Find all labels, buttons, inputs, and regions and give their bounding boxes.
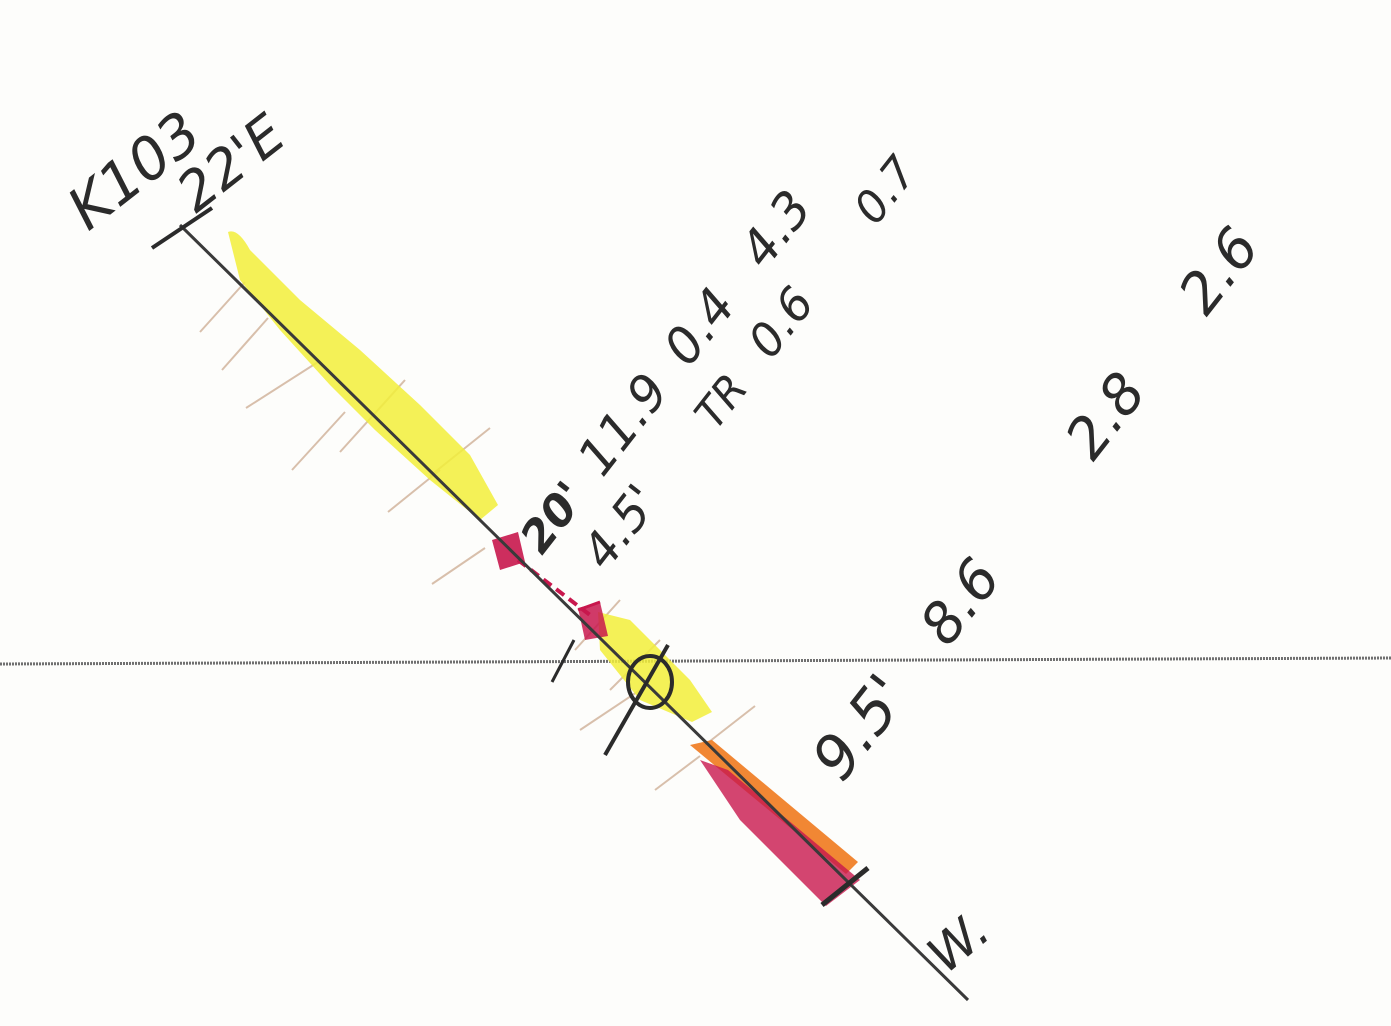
interval-2-length: 4.5' — [571, 474, 670, 579]
horizontal-reference-line — [0, 656, 1391, 666]
interval-2-value-a: TR — [685, 365, 757, 438]
interval-2-value-c: 0.7 — [844, 147, 927, 234]
interval-tick-2 — [577, 600, 601, 612]
interval-tick-1 — [550, 639, 576, 683]
interval-2-value-b: 0.6 — [737, 277, 825, 368]
red-zone-lower — [700, 760, 860, 906]
interval-3-value-b: 2.8 — [1053, 361, 1159, 471]
intersection-symbol — [626, 654, 674, 710]
end-of-hole-tick — [820, 866, 870, 907]
collar-tick — [150, 206, 214, 250]
interval-3-value-c: 2.6 — [1166, 216, 1272, 326]
end-direction-label: W. — [916, 900, 1000, 984]
interval-row-2: 4.5' TR 0.6 0.7 — [571, 147, 927, 579]
yellow-zone-upper — [228, 231, 498, 520]
drill-hole-trace — [178, 223, 970, 1002]
interval-3-value-a: 8.6 — [908, 547, 1014, 657]
interval-3-length: 9.5' — [799, 662, 923, 793]
interval-row-3: 9.5' 8.6 2.8 2.6 — [799, 216, 1273, 793]
interval-1-value-b: 0.4 — [652, 277, 747, 375]
intersection-slash — [603, 644, 670, 756]
interval-1-value-c: 4.3 — [729, 180, 824, 278]
interval-1-value-a: 11.9 — [566, 363, 680, 486]
hatch-ticks — [199, 281, 756, 791]
